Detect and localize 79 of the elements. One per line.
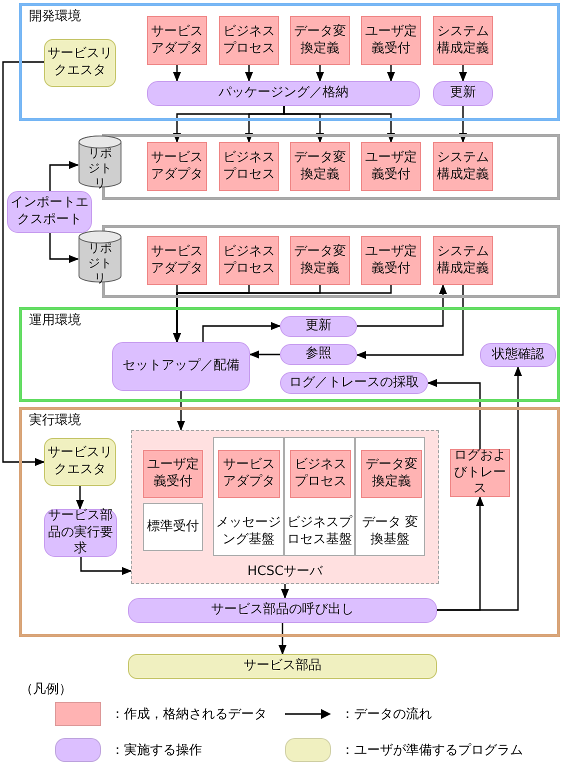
program-box: サービスリクエスタ (44, 39, 116, 87)
arrow (202, 322, 281, 342)
server-label: HCSCサーバ (246, 564, 324, 581)
legend-heading: （凡例） (20, 681, 72, 698)
platform-label: メッセージング基盤 (215, 515, 282, 549)
repository-cylinder: リポジトリ (78, 135, 122, 188)
environment-frame (19, 307, 560, 402)
arrow (427, 379, 481, 449)
platform-label: データ 変換基盤 (360, 515, 420, 549)
data-box: システム構成定義 (433, 236, 493, 285)
program-box: サービスリクエスタ (44, 438, 116, 486)
platform-box (284, 437, 355, 556)
arrow (245, 65, 253, 82)
environment-frame (19, 3, 560, 121)
platform-label: ビジネスプロセス基盤 (286, 515, 354, 549)
arrow (76, 486, 84, 510)
repository-frame (102, 134, 560, 200)
legend-text: ：ユーザが準備するプログラム (340, 742, 523, 759)
operation-box: 更新 (433, 81, 493, 106)
data-box: サービスアダプタ (147, 142, 207, 191)
arrow (249, 350, 280, 358)
data-box: ビジネスプロセス (290, 450, 351, 498)
arrow (80, 557, 132, 575)
arrow (283, 106, 395, 143)
data-box: ビジネスプロセス (219, 16, 279, 65)
arrow (49, 233, 79, 263)
data-box: データ変換定義 (290, 16, 350, 65)
data-box: システム構成定義 (433, 142, 493, 191)
platform-box (355, 437, 425, 556)
data-box: ユーザ定義受付 (361, 236, 421, 285)
operation-box: サービス部品の実行要求 (44, 509, 117, 557)
data-box: ユーザ定義受付 (361, 16, 421, 65)
arrow (278, 623, 286, 655)
operation-box: サービス部品の呼び出し (128, 598, 437, 623)
arrow (459, 65, 467, 82)
environment-title: 実行環境 (29, 413, 81, 430)
arrow (316, 65, 324, 82)
legend-text: ：作成，格納されるデータ (110, 706, 268, 723)
data-box: データ変換定義 (290, 142, 350, 191)
server-frame (131, 430, 439, 584)
arrow (177, 391, 185, 431)
data-box: ユーザ定義受付 (143, 450, 203, 498)
environment-title: 開発環境 (29, 9, 81, 26)
data-box: サービスアダプタ (147, 16, 207, 65)
legend-text: ：データの流れ (340, 706, 433, 723)
environment-frame (19, 407, 560, 637)
program-box: サービス部品 (128, 654, 437, 679)
data-box: サービスアダプタ (218, 450, 280, 498)
data-box: システム構成定義 (433, 16, 493, 65)
operation-box: セットアップ／配備 (112, 342, 250, 391)
legend-text: ：実施する操作 (110, 742, 203, 759)
operation-box: パッケージング／格納 (147, 81, 420, 106)
arrow (387, 65, 395, 82)
arrow (49, 161, 79, 191)
repository-frame (102, 225, 560, 298)
arrow (173, 285, 392, 343)
operation-box: 状態確認 (480, 343, 556, 367)
operation-box: 参照 (280, 344, 357, 365)
data-box: ログおよびトレース (450, 449, 510, 497)
arrow (459, 106, 467, 143)
arrow (173, 65, 181, 82)
data-box: データ変換定義 (290, 236, 350, 285)
data-box: データ変換定義 (361, 450, 422, 498)
data-box: ビジネスプロセス (219, 236, 279, 285)
component-box: 標準受付 (143, 503, 203, 551)
operation-box: ログ／トレースの採取 (280, 372, 428, 394)
operation-box: 更新 (280, 316, 357, 337)
arrow (2, 61, 45, 466)
operation-box: インポートエクスポート (7, 191, 92, 233)
arrow (281, 584, 289, 599)
repository-cylinder: リポジトリ (78, 230, 122, 283)
environment-title: 運用環境 (29, 313, 81, 330)
data-box: サービスアダプタ (147, 236, 207, 285)
arrow (356, 285, 464, 359)
data-box: ユーザ定義受付 (361, 142, 421, 191)
data-box: ビジネスプロセス (219, 142, 279, 191)
arrow (437, 366, 522, 611)
platform-box (213, 437, 284, 556)
arrow (357, 284, 447, 327)
